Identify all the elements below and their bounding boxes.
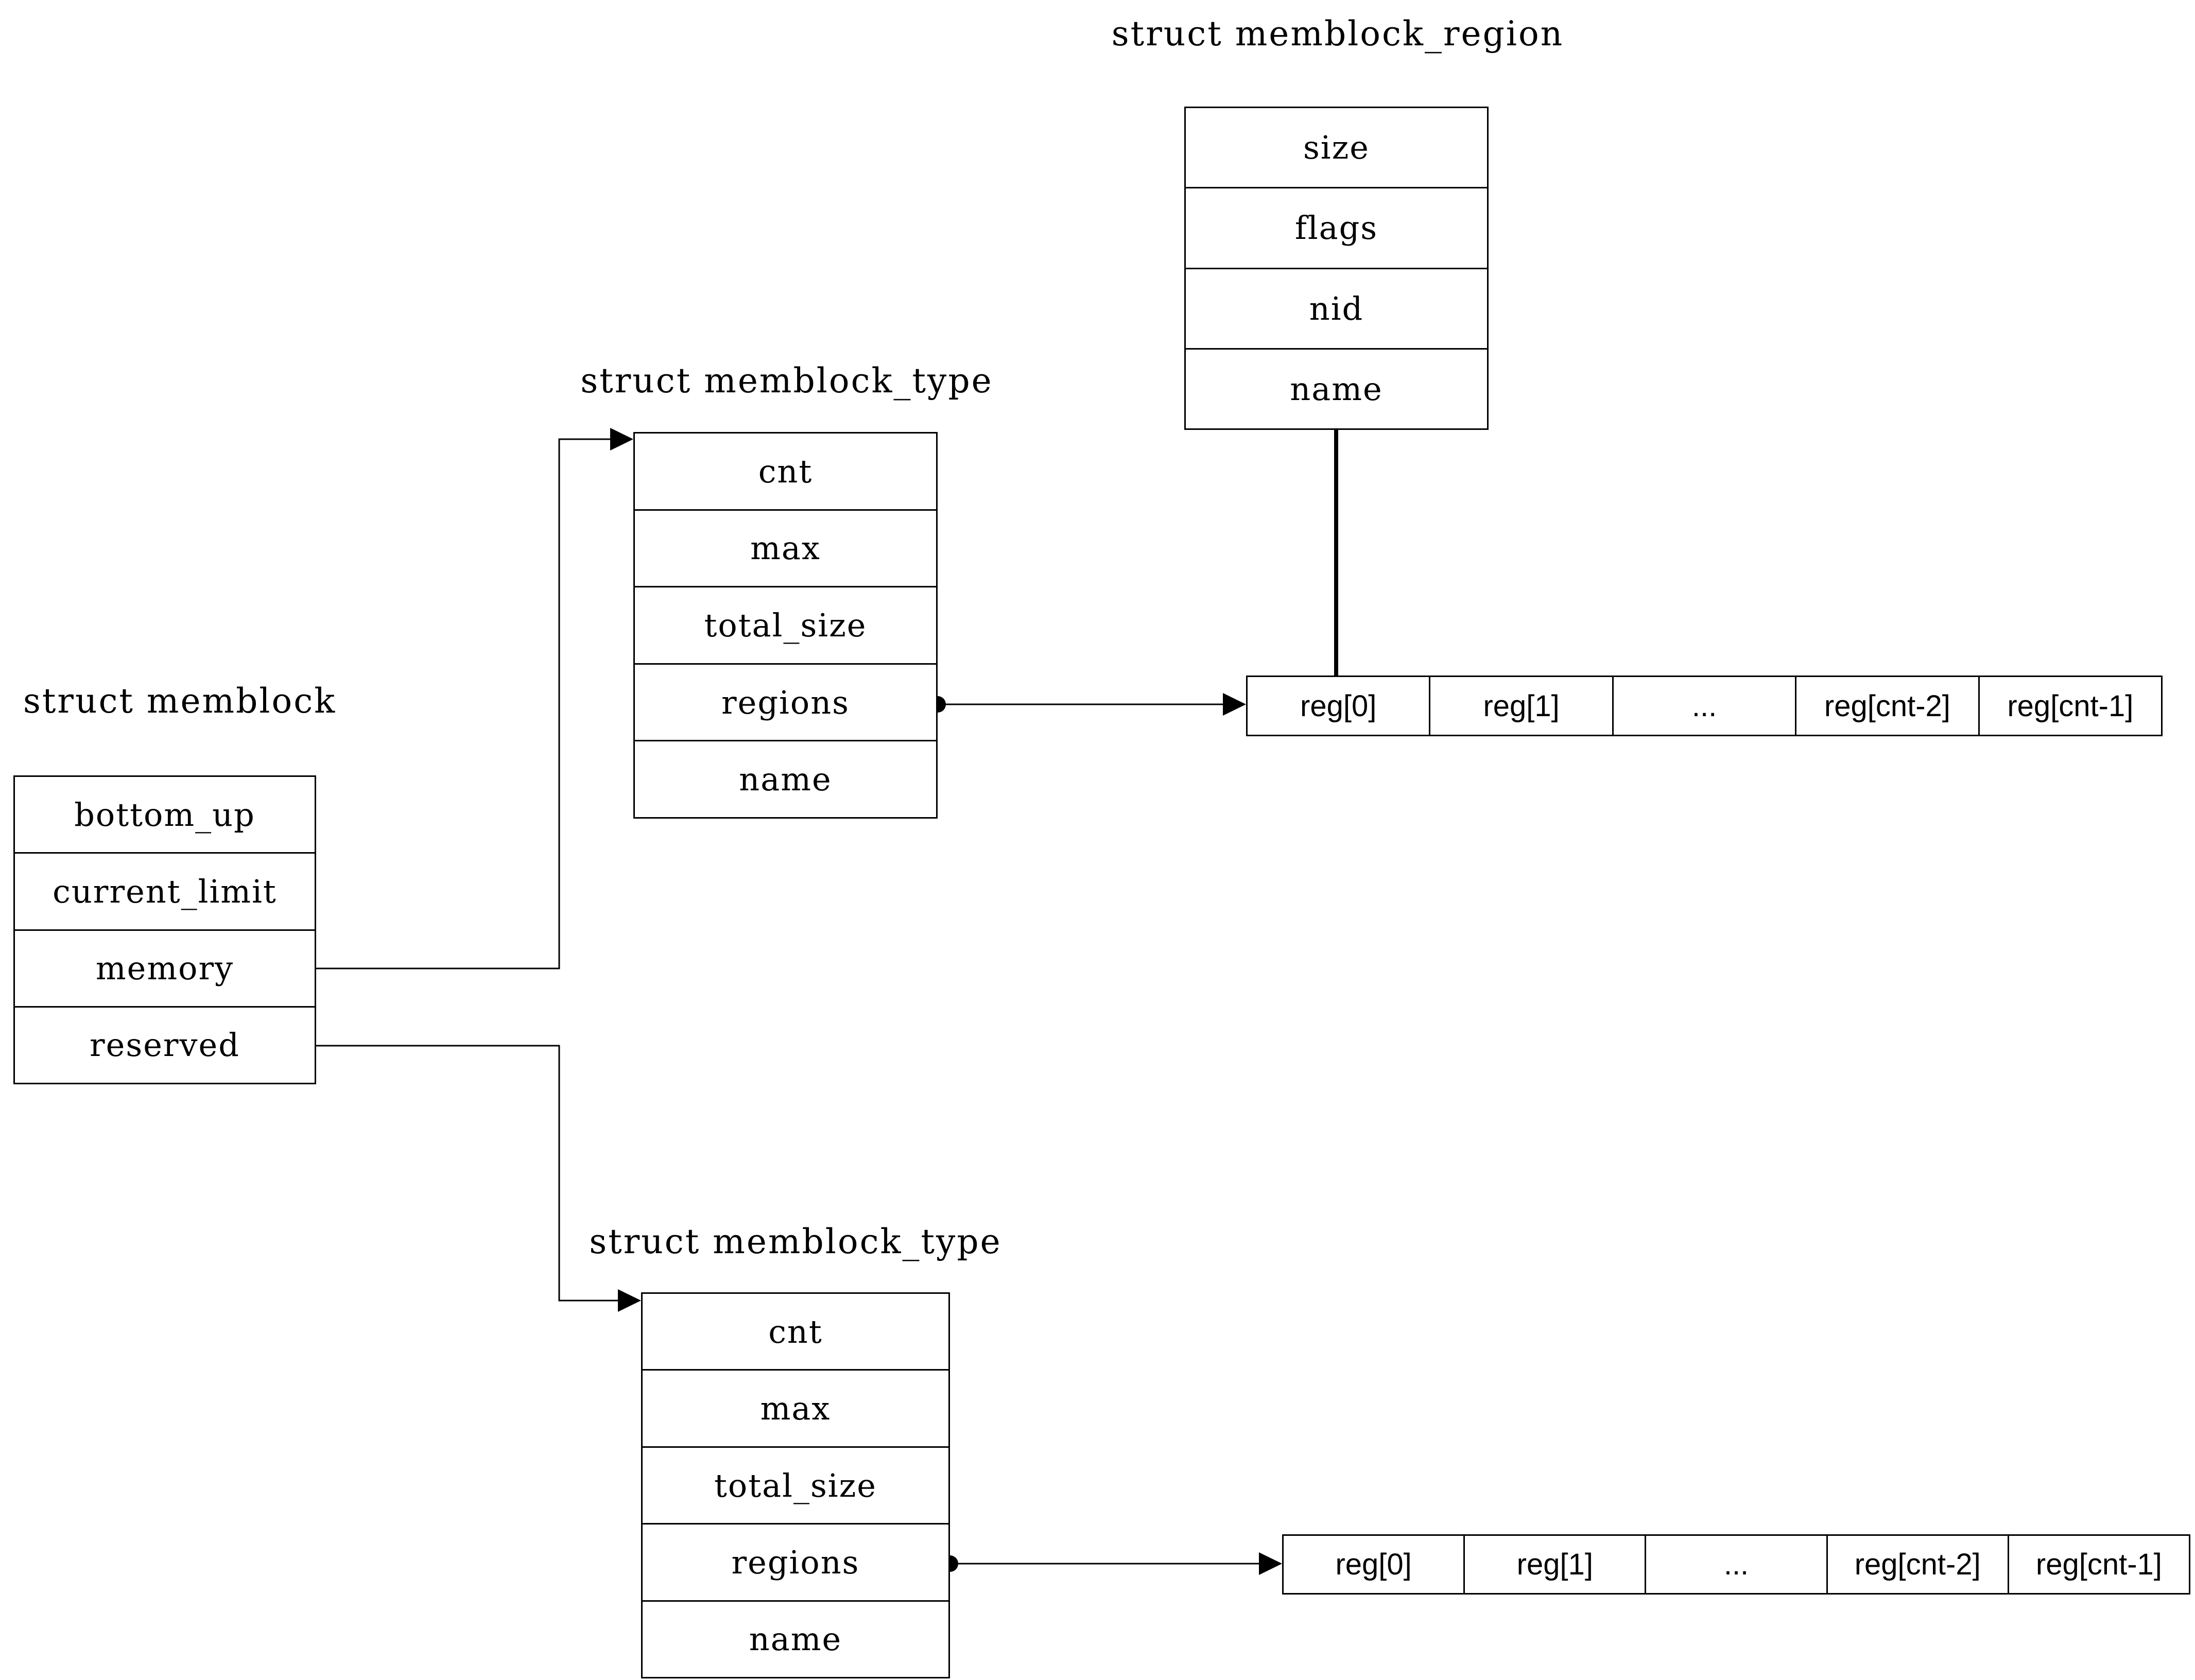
memblock-region-field-nid: nid (1186, 267, 1487, 348)
memblock-region-title: struct memblock_region (1111, 14, 1564, 54)
memblock-type-top-field-regions: regions (635, 663, 936, 740)
region-array-top-cell-1: reg[1] (1429, 677, 1612, 735)
region-array-top-cell-ellipsis: ... (1612, 677, 1795, 735)
memblock-region-box: size flags nid name (1184, 107, 1489, 430)
region-array-bottom-cell-1: reg[1] (1463, 1536, 1645, 1593)
region-array-bottom-cell-cnt-1: reg[cnt-1] (2007, 1536, 2189, 1593)
memblock-field-memory: memory (15, 929, 315, 1006)
memblock-region-field-flags: flags (1186, 187, 1487, 267)
memblock-title: struct memblock (23, 681, 337, 721)
memblock-region-field-size: size (1303, 129, 1370, 167)
regions-bottom-arrowhead-icon (1259, 1552, 1282, 1575)
memblock-field-bottom-up: bottom_up (74, 795, 255, 834)
memblock-field-current-limit: current_limit (15, 852, 315, 929)
region-array-bottom-cell-ellipsis: ... (1645, 1536, 1826, 1593)
memblock-type-top-field-name: name (635, 740, 936, 817)
memblock-type-bottom-title: struct memblock_type (589, 1222, 1002, 1261)
region-array-top: reg[0] reg[1] ... reg[cnt-2] reg[cnt-1] (1246, 676, 2163, 736)
memory-arrowhead-icon (610, 428, 633, 451)
memblock-type-bottom-field-cnt: cnt (768, 1312, 823, 1350)
region-array-bottom-cell-0: reg[0] (1335, 1548, 1412, 1581)
region-array-top-cell-0: reg[0] (1300, 689, 1377, 723)
regions-top-arrowhead-icon (1223, 693, 1246, 716)
reserved-connector-line (316, 1045, 619, 1302)
memblock-type-bottom-field-regions: regions (643, 1523, 948, 1600)
memblock-type-bottom-field-total-size: total_size (643, 1446, 948, 1523)
memblock-region-field-name: name (1186, 348, 1487, 428)
memory-connector-line (316, 438, 611, 969)
memblock-type-top-title: struct memblock_type (580, 361, 993, 401)
region-array-top-cell-cnt-1: reg[cnt-1] (1978, 677, 2161, 735)
region-array-bottom-cell-cnt-2: reg[cnt-2] (1826, 1536, 2008, 1593)
region-array-top-cell-cnt-2: reg[cnt-2] (1795, 677, 1978, 735)
memblock-type-top-field-total-size: total_size (635, 586, 936, 663)
memblock-type-bottom-field-max: max (643, 1369, 948, 1446)
memblock-type-bottom-box: cnt max total_size regions name (641, 1292, 950, 1678)
memblock-type-bottom-field-name: name (643, 1600, 948, 1677)
memblock-field-reserved: reserved (15, 1006, 315, 1083)
memblock-type-top-box: cnt max total_size regions name (633, 432, 938, 819)
memblock-type-top-field-max: max (635, 509, 936, 586)
reserved-arrowhead-icon (618, 1289, 641, 1312)
memblock-box: bottom_up current_limit memory reserved (13, 775, 316, 1084)
memblock-type-top-field-cnt: cnt (758, 452, 813, 490)
region-array-bottom: reg[0] reg[1] ... reg[cnt-2] reg[cnt-1] (1282, 1534, 2190, 1595)
